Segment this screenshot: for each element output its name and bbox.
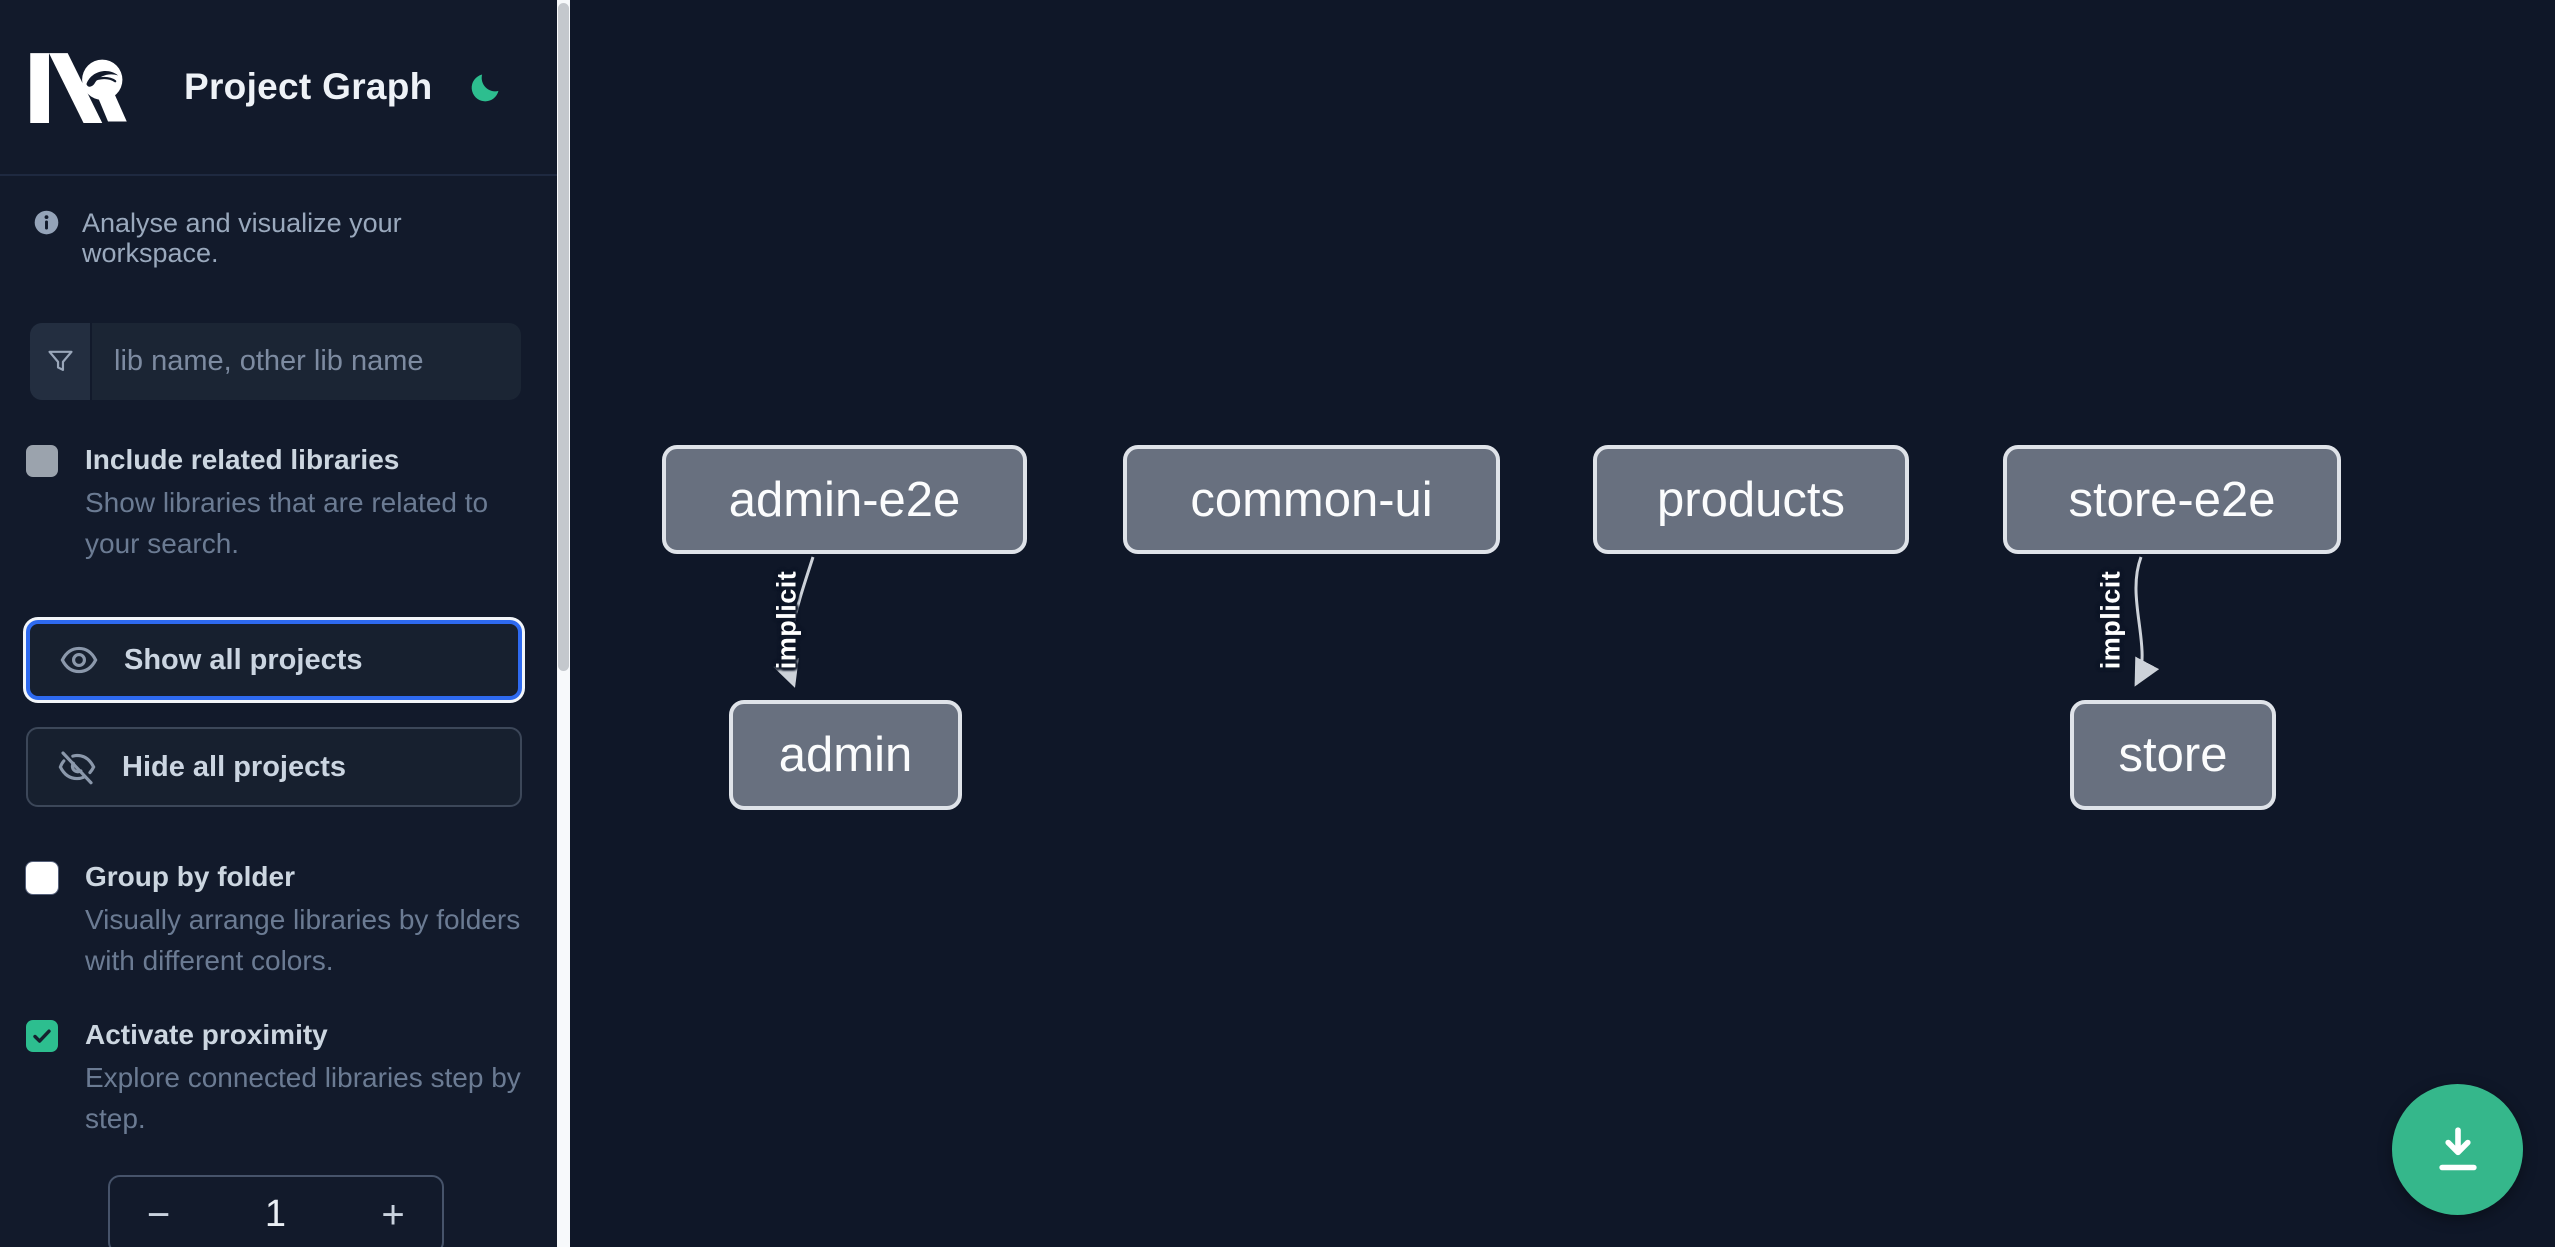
hide-all-projects-label: Hide all projects [122, 750, 347, 783]
sidebar-scrollbar-thumb[interactable] [558, 3, 569, 671]
include-related-label: Include related libraries [85, 444, 400, 475]
show-all-projects-label: Show all projects [124, 643, 363, 676]
group-by-folder-toggle[interactable]: Group by folder Visually arrange librari… [26, 859, 557, 981]
decrement-button[interactable]: − [110, 1177, 207, 1247]
project-node-common-ui[interactable]: common-ui [1123, 445, 1500, 554]
info-icon [34, 210, 59, 235]
graph-canvas[interactable]: implicit implicit admin-e2e common-ui pr… [570, 0, 2555, 1247]
hide-all-projects-button[interactable]: Hide all projects [26, 727, 522, 807]
show-all-projects-button[interactable]: Show all projects [26, 620, 522, 700]
activate-proximity-toggle[interactable]: Activate proximity Explore connected lib… [26, 1017, 557, 1139]
project-node-admin-e2e[interactable]: admin-e2e [662, 445, 1027, 554]
activate-proximity-label: Activate proximity [85, 1019, 328, 1050]
search-field [30, 323, 521, 400]
workspace-tagline-row: Analyse and visualize your workspace. [33, 208, 531, 268]
theme-toggle-button[interactable] [465, 67, 505, 107]
download-icon [2438, 1126, 2477, 1170]
project-node-store[interactable]: store [2070, 700, 2276, 810]
group-by-folder-checkbox[interactable] [26, 862, 58, 894]
page-title: Project Graph [184, 66, 433, 107]
edge-admin-e2e-to-admin [773, 556, 815, 688]
workspace-tagline: Analyse and visualize your workspace. [82, 208, 402, 268]
eye-slash-icon [58, 751, 96, 785]
activate-proximity-checkbox[interactable] [26, 1020, 58, 1052]
project-node-admin[interactable]: admin [729, 700, 962, 810]
proximity-depth-value: 1 [264, 1193, 287, 1235]
eye-icon [60, 646, 98, 674]
include-related-toggle[interactable]: Include related libraries Show libraries… [26, 442, 557, 564]
edge-label-implicit: implicit [771, 570, 802, 670]
edge-label-implicit: implicit [2095, 570, 2126, 670]
search-input[interactable] [92, 323, 521, 400]
dependency-edges [773, 556, 2160, 688]
edge-store-e2e-to-store [2134, 556, 2160, 687]
funnel-icon [47, 350, 73, 371]
proximity-depth-stepper: − 1 + [108, 1175, 444, 1247]
project-node-products[interactable]: products [1593, 445, 1909, 554]
filter-icon-segment [30, 323, 92, 400]
moon-icon [471, 74, 498, 101]
checkmark-icon [33, 1029, 51, 1043]
project-node-store-e2e[interactable]: store-e2e [2003, 445, 2341, 554]
nx-logo [30, 53, 127, 123]
increment-button[interactable]: + [344, 1177, 442, 1247]
group-by-folder-description: Visually arrange libraries by folders wi… [85, 904, 521, 976]
sidebar-scrollbar-track [557, 0, 570, 1247]
include-related-description: Show libraries that are related to your … [85, 487, 489, 559]
group-by-folder-label: Group by folder [85, 861, 295, 892]
sidebar: Project Graph Analyse and visualize your… [0, 0, 557, 1247]
download-graph-button[interactable] [2392, 1084, 2523, 1215]
activate-proximity-description: Explore connected libraries step by step… [85, 1062, 521, 1134]
sidebar-header: Project Graph [0, 0, 557, 176]
include-related-checkbox[interactable] [26, 445, 58, 477]
